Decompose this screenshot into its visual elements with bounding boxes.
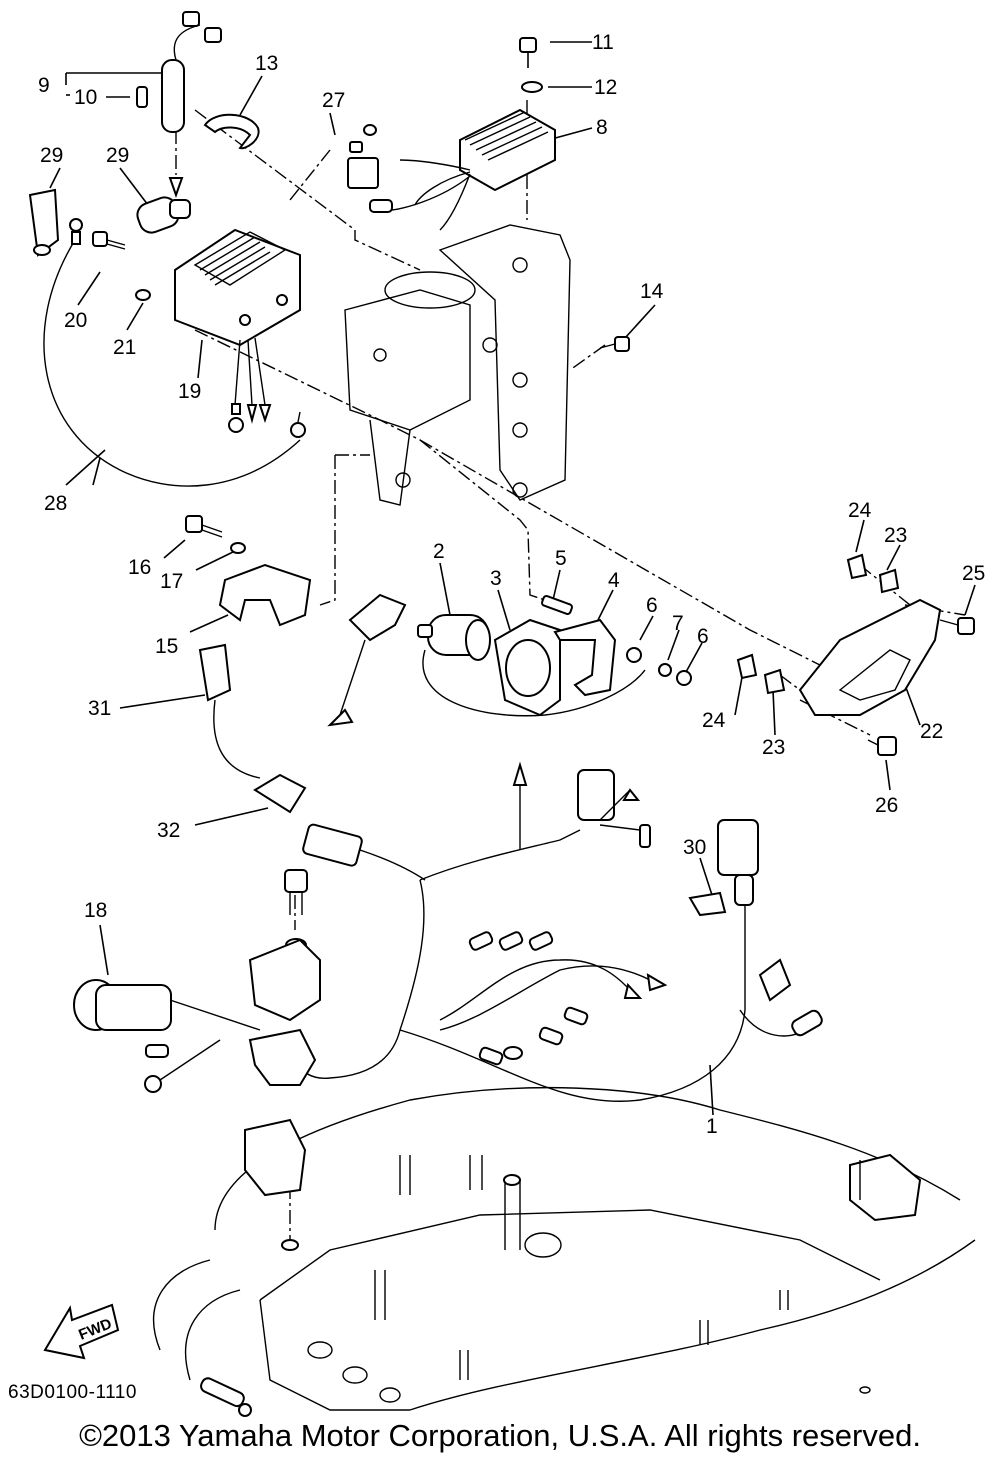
cap-29-right xyxy=(136,196,191,234)
bolt-26 xyxy=(867,736,897,756)
washer-17 xyxy=(230,542,246,554)
cdi-unit-19 xyxy=(174,228,306,438)
bracket-30 xyxy=(688,891,727,917)
callout-23-top: 23 xyxy=(884,524,907,547)
harness-bracket xyxy=(248,869,321,1086)
callout-10: 10 xyxy=(74,86,97,109)
grommet-24-bottom xyxy=(736,653,758,680)
callout-5: 5 xyxy=(555,547,567,570)
callout-numbers: 11 12 8 9 10 13 27 29 29 20 21 19 14 28 … xyxy=(38,31,985,1138)
bolt-20 xyxy=(92,231,126,250)
callout-13: 13 xyxy=(255,52,278,75)
screw-5 xyxy=(541,595,573,615)
wire-harness-1 xyxy=(294,761,823,1102)
callout-27: 27 xyxy=(322,89,345,112)
sensor-2 xyxy=(417,614,491,661)
ground-wire-28 xyxy=(43,239,301,487)
callout-6-left: 6 xyxy=(646,594,658,617)
washer-21 xyxy=(135,289,151,301)
callout-24-bottom: 24 xyxy=(702,709,726,732)
cover-3 xyxy=(493,618,561,717)
callout-28: 28 xyxy=(44,492,67,515)
nut-6-b xyxy=(676,670,692,686)
clip-4 xyxy=(553,618,617,697)
sensor-wire xyxy=(422,649,646,717)
terminal-28 xyxy=(69,218,83,232)
callout-17: 17 xyxy=(160,570,183,593)
leader-lines xyxy=(49,41,976,1116)
bolt-16 xyxy=(185,515,223,538)
callout-25: 25 xyxy=(962,562,985,585)
diagram-code: 63D0100-1110 xyxy=(8,1382,137,1403)
bolt-14 xyxy=(599,336,630,352)
callout-9: 9 xyxy=(38,74,50,97)
callout-18: 18 xyxy=(84,899,107,922)
callout-1: 1 xyxy=(706,1115,718,1138)
connector-cover-32 xyxy=(253,773,307,814)
callout-8: 8 xyxy=(596,116,608,139)
cap-29-left xyxy=(28,188,60,257)
main-connector-18 xyxy=(73,979,261,1093)
callout-16: 16 xyxy=(128,556,151,579)
sensor-31 xyxy=(198,643,261,779)
callout-11: 11 xyxy=(592,31,614,54)
callout-29-right: 29 xyxy=(106,144,129,167)
copyright-notice: ©2013 Yamaha Motor Corporation, U.S.A. A… xyxy=(79,1418,921,1453)
callout-6-right: 6 xyxy=(697,625,709,648)
callout-3: 3 xyxy=(490,567,502,590)
clamp-13 xyxy=(203,113,260,150)
callout-15: 15 xyxy=(155,635,178,658)
grommet-23-bottom xyxy=(763,668,786,695)
callout-29-left: 29 xyxy=(40,144,63,167)
connector-27 xyxy=(347,124,393,213)
washer-7 xyxy=(658,663,672,677)
callout-24-top: 24 xyxy=(848,499,872,522)
grommet-23-top xyxy=(878,568,900,594)
callout-21: 21 xyxy=(113,336,136,359)
callout-7: 7 xyxy=(672,612,684,635)
bottom-cowling xyxy=(153,1087,976,1417)
callout-2: 2 xyxy=(433,540,445,563)
bracket-22 xyxy=(798,598,942,716)
fuse-holder-9 xyxy=(136,11,222,199)
rectifier-regulator-8 xyxy=(389,37,556,231)
callout-12: 12 xyxy=(594,76,617,99)
bolt-25 xyxy=(939,617,975,635)
callout-14: 14 xyxy=(640,280,664,303)
engine-block xyxy=(344,224,571,506)
callout-20: 20 xyxy=(64,309,87,332)
callout-31: 31 xyxy=(88,697,111,720)
callout-4: 4 xyxy=(608,569,620,592)
callout-22: 22 xyxy=(920,720,943,743)
terminal-28-sleeve xyxy=(71,231,81,245)
callout-26: 26 xyxy=(875,794,898,817)
callout-32: 32 xyxy=(157,819,180,842)
sensor-cap xyxy=(327,593,407,727)
callout-30: 30 xyxy=(683,836,706,859)
callout-19: 19 xyxy=(178,380,201,403)
fwd-arrow-icon: FWD xyxy=(43,1303,120,1360)
callout-23-bottom: 23 xyxy=(762,736,785,759)
bracket-15 xyxy=(218,563,312,627)
coupler-32 xyxy=(302,823,426,881)
nut-6-a xyxy=(626,647,642,663)
grommet-24-top xyxy=(846,553,868,580)
